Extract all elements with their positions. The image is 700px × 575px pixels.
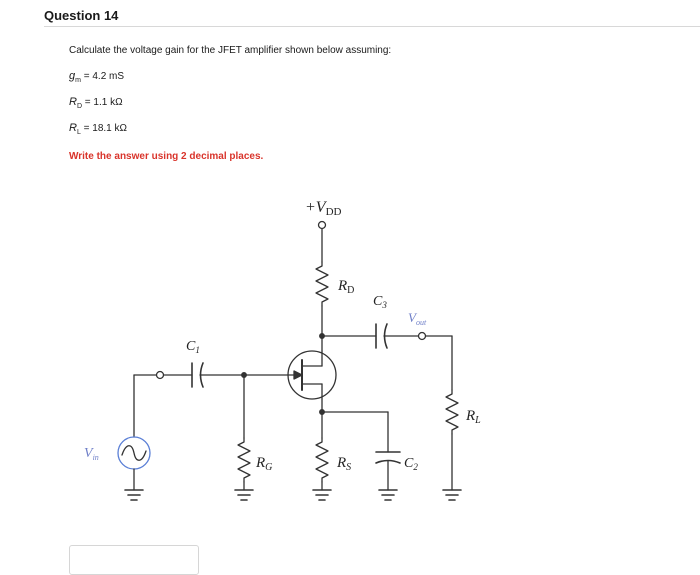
ground-icon-rl (442, 489, 462, 501)
vdd-terminal (317, 220, 327, 230)
answer-instruction: Write the answer using 2 decimal places. (69, 151, 264, 162)
input-node (155, 370, 165, 380)
gate-arrow (293, 370, 303, 380)
ground-icon-rs (312, 489, 332, 501)
param-gm-symbol: g (69, 70, 76, 82)
label-vin: Vin (84, 446, 99, 462)
label-rl: RL (465, 408, 481, 426)
param-gm-sub: m (75, 77, 81, 84)
rl-resistor (445, 389, 459, 435)
label-rs: RS (336, 455, 351, 473)
param-rl-symbol: R (69, 122, 77, 134)
ground-icon-vin (124, 489, 144, 501)
vout-terminal (417, 331, 427, 341)
param-gm-value: = 4.2 mS (83, 71, 125, 82)
param-rl: RL = 18.1 kΩ (69, 122, 127, 136)
param-gm: gm = 4.2 mS (69, 70, 124, 84)
question-prompt: Calculate the voltage gain for the JFET … (69, 45, 392, 56)
param-rd-value: = 1.1 kΩ (84, 97, 123, 108)
sine-wave-icon (121, 445, 147, 461)
label-vdd: +VDD (305, 199, 342, 218)
question-title: Question 14 (44, 8, 119, 23)
label-c2: C2 (404, 456, 418, 472)
answer-input[interactable] (69, 545, 199, 575)
ground-icon-rg (234, 489, 254, 501)
title-divider (44, 26, 700, 27)
label-rd: RD (337, 278, 354, 296)
param-rl-sub: L (76, 129, 81, 136)
label-vout: Vout (408, 310, 427, 327)
rd-resistor (315, 261, 329, 307)
rg-resistor (237, 437, 251, 483)
param-rd: RD = 1.1 kΩ (69, 96, 123, 110)
label-c3: C3 (373, 294, 387, 310)
param-rl-value: = 18.1 kΩ (83, 123, 127, 134)
param-rd-symbol: R (69, 96, 77, 108)
label-c1: C1 (186, 339, 200, 355)
label-rg: RG (255, 455, 272, 473)
rs-resistor (315, 437, 329, 483)
param-rd-sub: D (76, 103, 83, 110)
ground-icon-c2 (378, 489, 398, 501)
